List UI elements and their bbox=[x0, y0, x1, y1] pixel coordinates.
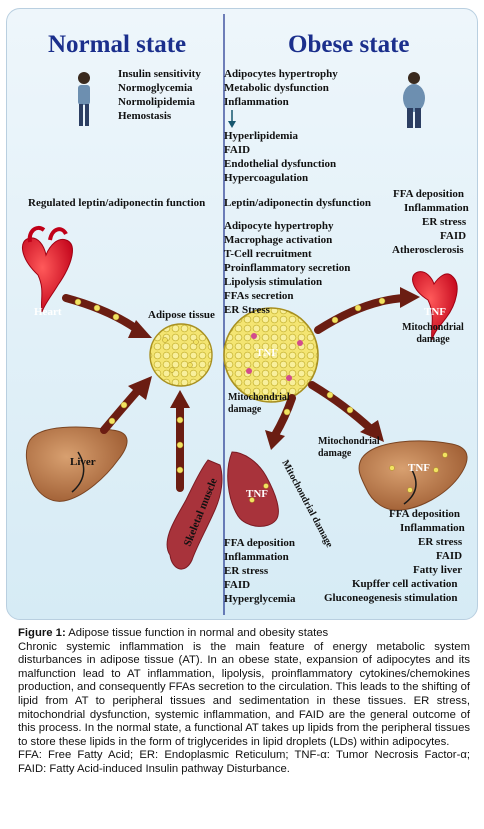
normal-trait: Hemostasis bbox=[118, 110, 172, 122]
heart-effect: Atherosclerosis bbox=[392, 244, 464, 256]
obese-person-icon bbox=[403, 72, 425, 128]
obese-trait: FAID bbox=[224, 144, 251, 156]
obese-process: ER Stress bbox=[224, 304, 270, 316]
obese-trait: Inflammation bbox=[224, 96, 289, 108]
muscle-effect: Hyperglycemia bbox=[224, 593, 296, 605]
obese-trait: Endothelial dysfunction bbox=[224, 158, 337, 170]
normal-trait: Normolipidemia bbox=[118, 96, 195, 108]
adipose-tnf-label: TNF bbox=[256, 347, 278, 359]
heart-effect: ER stress bbox=[422, 216, 467, 228]
arrow-muscle-to-adipose bbox=[170, 390, 190, 492]
caption-abbrev: FFA: Free Fatty Acid; ER: Endoplasmic Re… bbox=[18, 749, 470, 775]
caption-title: Adipose tissue function in normal and ob… bbox=[65, 627, 329, 639]
liver-label: Liver bbox=[70, 456, 96, 468]
liver-effect: FAID bbox=[436, 550, 463, 562]
regulated-label: Regulated leptin/adiponectin function bbox=[28, 197, 206, 209]
obese-process: FFAs secretion bbox=[224, 290, 294, 302]
figure-caption: Figure 1: Adipose tissue function in nor… bbox=[18, 627, 470, 777]
arrow-adipose-to-heart bbox=[314, 287, 420, 334]
adipose-tissue-normal bbox=[149, 323, 213, 387]
adipose-tissue-obese bbox=[223, 307, 319, 403]
adipose-label: Adipose tissue bbox=[148, 309, 215, 321]
skeletal-muscle-icon bbox=[166, 459, 223, 570]
normal-person-icon bbox=[78, 72, 90, 126]
adipose-mito-label: Mitochondrial damage bbox=[228, 392, 290, 415]
liver-icon bbox=[25, 426, 128, 502]
obese-process: Lipolysis stimulation bbox=[224, 276, 323, 288]
obese-heart-icon bbox=[412, 271, 458, 341]
liver-effect: Gluconeogenesis stimulation bbox=[324, 592, 458, 604]
muscle-tnf-label: TNF bbox=[246, 488, 268, 500]
obese-muscle-icon bbox=[227, 451, 279, 527]
obese-state-title: Obese state bbox=[288, 31, 410, 58]
obese-trait: Adipocytes hypertrophy bbox=[224, 68, 338, 80]
liver-effect: FFA deposition bbox=[389, 508, 461, 520]
liver-effect: Kupffer cell activation bbox=[352, 578, 458, 590]
arrow-adipose-to-liver bbox=[308, 381, 384, 442]
obese-process: T-Cell recruitment bbox=[224, 248, 312, 260]
muscle-effect: ER stress bbox=[224, 565, 269, 577]
caption-label: Figure 1: bbox=[18, 627, 66, 639]
muscle-effect: FAID bbox=[224, 579, 251, 591]
normal-state-title: Normal state bbox=[48, 31, 187, 58]
obese-trait: Hyperlipidemia bbox=[224, 130, 298, 142]
heart-icon bbox=[22, 225, 73, 313]
obese-trait: Hypercoagulation bbox=[224, 172, 309, 184]
liver-effect: Fatty liver bbox=[413, 564, 463, 576]
dysfunction-label: Leptin/adiponectin dysfunction bbox=[224, 197, 372, 209]
liver-effect: Inflammation bbox=[400, 522, 465, 534]
arrow-adipose-to-muscle bbox=[265, 394, 296, 450]
heart-mito-label: Mitochondrial damage bbox=[402, 322, 464, 345]
down-arrow-icon bbox=[228, 110, 236, 128]
liver-tnf-label: TNF bbox=[408, 462, 430, 474]
obese-process: Macrophage activation bbox=[224, 234, 333, 246]
arrow-heart-to-adipose bbox=[62, 294, 152, 338]
fatty-acid-dots bbox=[74, 297, 448, 503]
normal-trait: Insulin sensitivity bbox=[118, 68, 201, 80]
heart-effect: FFA deposition bbox=[393, 188, 465, 200]
liver-mito-label: Mitochondrial damage bbox=[318, 436, 380, 459]
obese-process: Adipocyte hypertrophy bbox=[224, 220, 334, 232]
normal-trait: Normoglycemia bbox=[118, 82, 193, 94]
heart-effect: Inflammation bbox=[404, 202, 469, 214]
caption-body: Chronic systemic inflammation is the mai… bbox=[18, 640, 470, 748]
heart-label: Heart bbox=[34, 306, 62, 318]
muscle-effect: FFA deposition bbox=[224, 537, 296, 549]
heart-tnf-label: TNF bbox=[424, 306, 446, 318]
liver-effect: ER stress bbox=[418, 536, 463, 548]
muscle-effect: Inflammation bbox=[224, 551, 289, 563]
obese-liver-icon bbox=[358, 440, 468, 511]
obese-process: Proinflammatory secretion bbox=[224, 262, 351, 274]
obese-trait: Metabolic dysfunction bbox=[224, 82, 329, 94]
heart-effect: FAID bbox=[440, 230, 467, 242]
